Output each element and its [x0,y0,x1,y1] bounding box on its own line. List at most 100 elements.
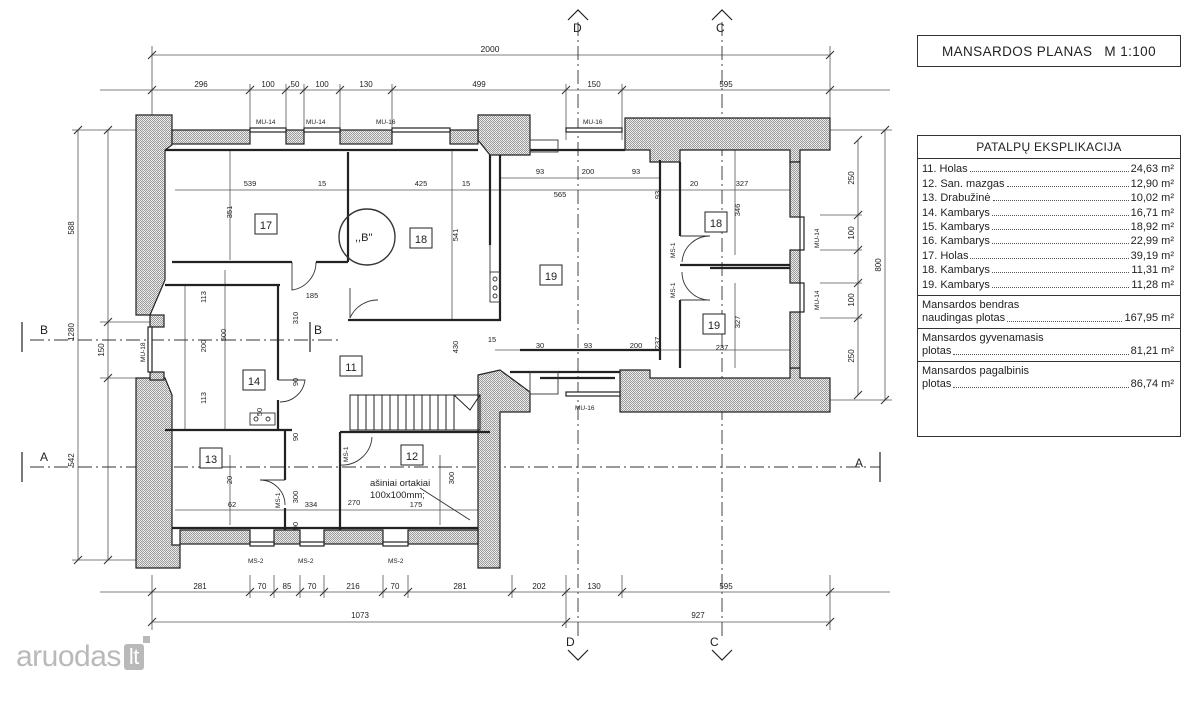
window-jambs [147,127,805,547]
dim-right: 800 [874,258,883,272]
interior-dimension: 185 [306,291,319,300]
door-label: MS-1 [343,446,350,462]
dim-overall-top: 2000 [481,44,500,54]
room-number-12: 12 [406,451,418,463]
interior-dimension: 90 [291,433,300,441]
dim-right: 250 [847,171,856,185]
section-mark-c-bottom: C [710,635,719,649]
plan-title: MANSARDOS PLANAS [941,43,1093,59]
interior-dimension: 93 [584,341,592,350]
interior-dimension: 237 [653,337,662,350]
dim-top: 130 [359,80,373,89]
plan-title-box: MANSARDOS PLANAS M 1:100 [917,35,1181,67]
interior-dimension: 430 [451,341,460,354]
interior-dimension: 500 [219,329,228,342]
interior-dimension: 30 [536,341,544,350]
window-label: MU-16 [376,119,396,126]
room-number-14: 14 [248,376,260,388]
detail-callout: ,,B" [355,232,372,244]
window-label: MU-14 [814,290,821,310]
interior-dimension: 200 [199,340,208,353]
dim-left: 542 [67,453,76,467]
interior-dimension: 90 [291,378,300,386]
dim-left: 1280 [67,323,76,341]
room-number-boxes [199,211,728,469]
dim-bottom: 70 [391,582,400,591]
section-mark-d-top: D [573,21,582,35]
dim-top: 50 [291,80,300,89]
dim-bottom-total: 1073 [351,611,369,620]
room-number-18: 18 [710,218,722,230]
dim-top: 150 [587,80,601,89]
dim-bottom: 202 [532,582,546,591]
dim-left: 588 [67,221,76,235]
window-label: MU-14 [814,228,821,248]
plan-scale: M 1:100 [1104,43,1157,59]
window-label: MU-14 [306,119,326,126]
dim-top: 296 [194,80,208,89]
interior-dimension: 237 [716,343,729,352]
interior-dimension: 327 [733,316,742,329]
dim-top: 100 [315,80,329,89]
interior-dimension: 425 [415,179,428,188]
room-number-16: 18 [415,234,427,246]
dim-bottom-total: 927 [691,611,705,620]
interior-dimension: 200 [582,167,595,176]
interior-dimension: 20 [690,179,698,188]
watermark-text: aruodas [16,640,121,673]
interior-dimension: 565 [554,190,567,199]
section-mark-c-top: C [716,21,725,35]
room-number-13: 13 [205,454,217,466]
interior-dimension: 200 [630,341,643,350]
room-number-15: 17 [260,220,272,232]
duct-note-line1: ašiniai ortakiai [370,478,430,489]
room-number-11: 11 [345,362,356,374]
dim-right: 100 [847,293,856,307]
interior-dimension: 310 [291,312,300,325]
interior-dimension: 93 [632,167,640,176]
dimension-ticks [73,50,890,627]
interior-dimension: 15 [488,335,496,344]
interior-dimension: 300 [447,472,456,485]
dim-bottom: 130 [587,582,601,591]
interior-dimension: 90 [291,522,300,530]
interior-dimension: 270 [348,498,361,507]
section-mark-d-bottom: D [566,635,575,649]
interior-dimension: 15 [318,179,326,188]
window-label: MU-18 [140,342,147,362]
explication-header: PATALPŲ EKSPLIKACIJA [918,136,1180,159]
interior-walls [165,148,790,530]
dim-bottom: 70 [258,582,267,591]
section-mark-b-left: B [40,323,48,337]
interior-dimension: 62 [228,500,236,509]
dim-bottom: 281 [193,582,207,591]
watermark-tld: lt [123,636,150,670]
interior-dimension: 541 [451,229,460,242]
interior-dimension: 539 [244,179,257,188]
door-swings [259,235,711,506]
window-label: MS-2 [298,558,314,565]
dim-bottom: 70 [308,582,317,591]
door-label: MS-1 [670,282,677,298]
interior-dimension: 20 [225,476,234,484]
interior-dimension: 15 [462,179,470,188]
section-mark-b-right: B [314,323,322,337]
fixtures [249,139,559,521]
interior-dimension: 327 [736,179,749,188]
dim-bottom: 216 [346,582,360,591]
room-number-19: 19 [708,320,720,332]
outer-walls [135,114,831,569]
dim-left: 150 [97,343,106,357]
